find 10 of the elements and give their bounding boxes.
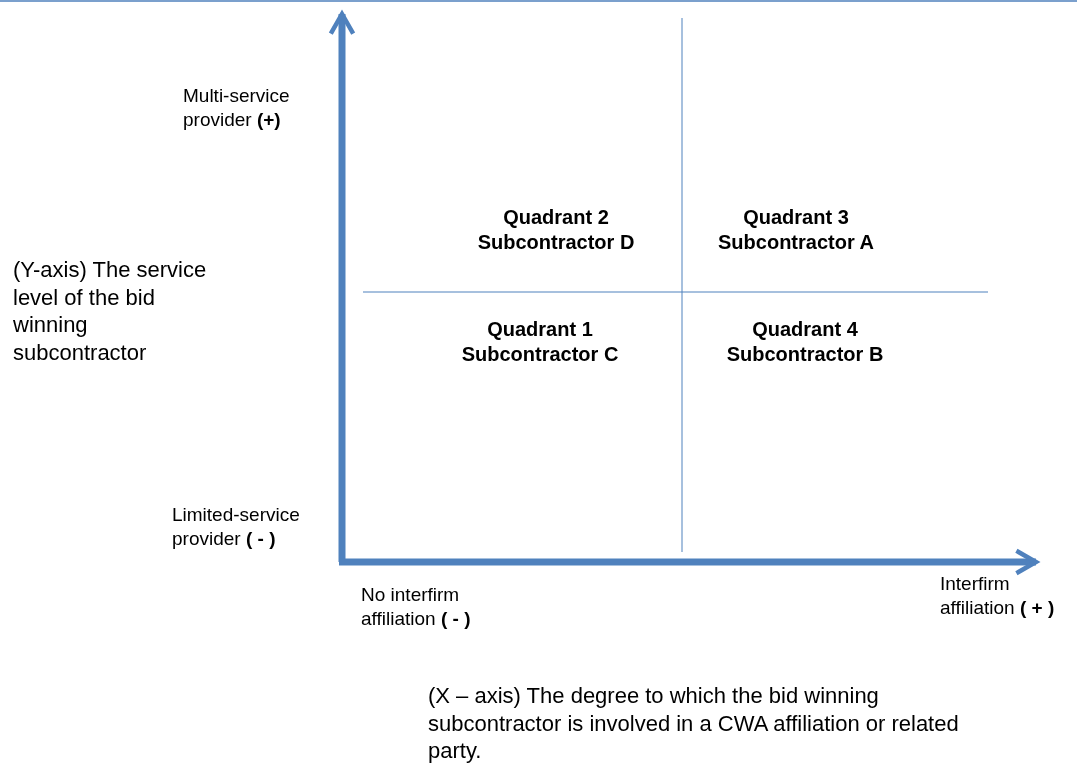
quadrant-label: Quadrant 3 Subcontractor A [717,205,875,255]
axis-end-label: Multi-service provider (+) [183,84,291,132]
quadrant-label: Quadrant 1 Subcontractor C [460,317,620,367]
axis-title: (X – axis) The degree to which the bid winning subcontractor is involved in a CWA affiliation or related party. [428,682,960,765]
quadrant-label: Quadrant 4 Subcontractor B [725,317,885,367]
axis-title: (Y-axis) The service level of the bid winning subcontractor [13,256,208,366]
axis-end-label: Interfirm affiliation ( + ) [940,572,1056,620]
axis-end-label: Limited-service provider ( - ) [172,503,301,551]
axis-end-label: No interfirm affiliation ( - ) [361,583,472,631]
quadrant-label: Quadrant 2 Subcontractor D [476,205,636,255]
